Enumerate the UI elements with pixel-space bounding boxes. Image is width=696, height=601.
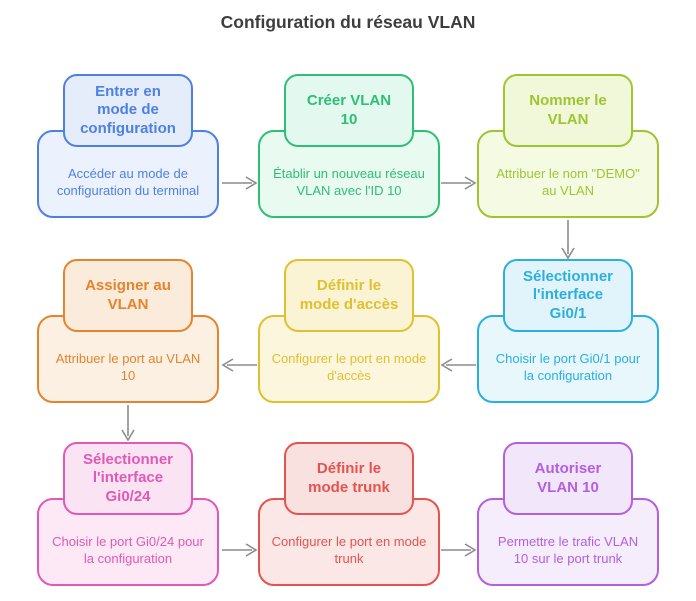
node-title-box: Nommer le VLAN <box>503 74 633 147</box>
node-title-box: Définir le mode d'accès <box>284 259 414 332</box>
node-enter-config-mode: Accéder au mode de configuration du term… <box>37 74 219 218</box>
node-title-box: Créer VLAN 10 <box>284 74 414 147</box>
node-description: Accéder au mode de configuration du term… <box>56 165 200 198</box>
node-description: Établir un nouveau réseau VLAN avec l'ID… <box>273 165 425 198</box>
node-title: Assigner au VLAN <box>85 277 171 313</box>
node-title: Sélectionner l'interface Gi0/1 <box>522 268 614 322</box>
node-title-box: Autoriser VLAN 10 <box>503 442 633 515</box>
node-title-box: Sélectionner l'interface Gi0/24 <box>63 442 193 515</box>
node-title: Autoriser VLAN 10 <box>534 460 602 496</box>
arrow-trunk-to-allow <box>441 543 477 557</box>
node-name-vlan: Attribuer le nom "DEMO" au VLAN Nommer l… <box>477 74 659 218</box>
node-title-box: Sélectionner l'interface Gi0/1 <box>503 259 633 332</box>
node-assign-to-vlan: Attribuer le port au VLAN 10 Assigner au… <box>37 259 219 403</box>
arrow-enter-to-create <box>222 176 258 190</box>
node-description: Configurer le port en mode trunk <box>271 533 427 566</box>
node-title: Créer VLAN 10 <box>306 92 392 128</box>
node-title: Nommer le VLAN <box>529 92 607 128</box>
node-title: Définir le mode trunk <box>308 460 390 496</box>
node-description: Attribuer le nom "DEMO" au VLAN <box>496 165 640 198</box>
node-select-interface-gi0-1: Choisir le port Gi0/1 pour la configurat… <box>477 259 659 403</box>
node-description: Attribuer le port au VLAN 10 <box>55 350 201 383</box>
node-set-trunk-mode: Configurer le port en mode trunk Définir… <box>258 442 440 586</box>
node-title-box: Définir le mode trunk <box>284 442 414 515</box>
node-allow-vlan-10: Permettre le trafic VLAN 10 sur le port … <box>477 442 659 586</box>
node-title: Définir le mode d'accès <box>299 277 399 313</box>
node-description: Choisir le port Gi0/1 pour la configurat… <box>495 350 641 383</box>
node-title-box: Entrer en mode de configuration <box>63 74 193 147</box>
arrow-select-gi01-to-access <box>440 358 476 372</box>
arrow-group <box>121 176 575 557</box>
arrow-name-to-select-gi01 <box>561 220 575 260</box>
node-create-vlan-10: Établir un nouveau réseau VLAN avec l'ID… <box>258 74 440 218</box>
node-description-box: Configurer le port en mode trunk <box>258 498 440 586</box>
node-description-box: Permettre le trafic VLAN 10 sur le port … <box>477 498 659 586</box>
arrow-access-to-assign <box>221 358 257 372</box>
arrow-assign-to-select-gi024 <box>121 405 135 442</box>
node-title: Entrer en mode de configuration <box>80 83 176 137</box>
node-set-access-mode: Configurer le port en mode d'accès Défin… <box>258 259 440 403</box>
node-title-box: Assigner au VLAN <box>63 259 193 332</box>
node-description: Choisir le port Gi0/24 pour la configura… <box>52 533 204 566</box>
node-description: Configurer le port en mode d'accès <box>271 350 427 383</box>
arrow-select-gi024-to-trunk <box>222 543 258 557</box>
node-select-interface-gi0-24: Choisir le port Gi0/24 pour la configura… <box>37 442 219 586</box>
node-description-box: Configurer le port en mode d'accès <box>258 315 440 403</box>
node-description: Permettre le trafic VLAN 10 sur le port … <box>497 533 639 566</box>
node-title: Sélectionner l'interface Gi0/24 <box>82 451 174 505</box>
arrow-create-to-name <box>441 176 477 190</box>
page-title: Configuration du réseau VLAN <box>220 12 476 32</box>
